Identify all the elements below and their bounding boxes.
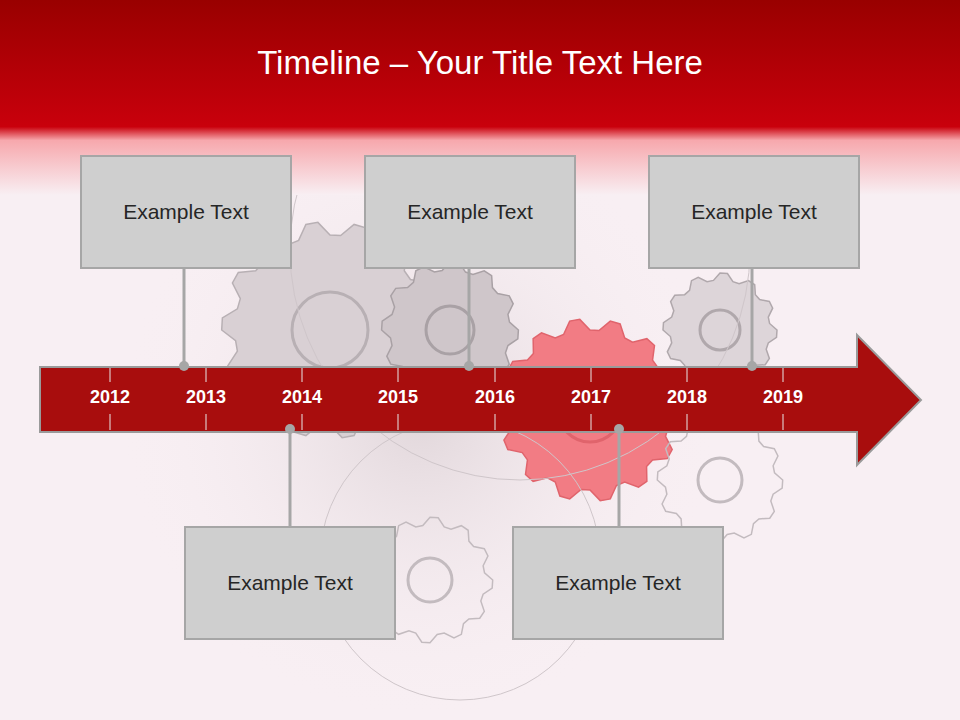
leader-line [468,269,471,366]
leader-dot [614,424,624,434]
year-label: 2016 [475,387,515,408]
gear-hub [698,458,742,502]
leader-dot [747,361,757,371]
tick [591,368,592,382]
slide-title: Timeline – Your Title Text Here [0,44,960,82]
tick [783,368,784,382]
timeline-arrow [40,335,921,465]
gear-hub [426,306,474,354]
tick [687,414,688,430]
leader-lines [179,269,757,526]
leader-dot [464,361,474,371]
tick [495,414,496,430]
event-text: Example Text [547,571,689,595]
year-label: 2013 [186,387,226,408]
event-box: Example Text [80,155,292,269]
tick [495,368,496,382]
tick [110,368,111,382]
leader-line [751,269,754,366]
year-label: 2015 [378,387,418,408]
gear [657,417,782,542]
event-text: Example Text [683,200,825,224]
tick [302,414,303,430]
tick-marks [110,368,783,430]
gear-hub [408,558,452,602]
year-label: 2019 [763,387,803,408]
leader-line [618,429,621,526]
gear-hub [292,292,368,368]
leader-dot [285,424,295,434]
tick [206,368,207,382]
event-box: Example Text [648,155,860,269]
leader-line [289,429,292,526]
tick [206,414,207,430]
tick [591,414,592,430]
event-box: Example Text [184,526,396,640]
event-box: Example Text [512,526,724,640]
event-box: Example Text [364,155,576,269]
year-label: 2017 [571,387,611,408]
tick [302,368,303,382]
leader-line [183,269,186,366]
year-label: 2014 [282,387,322,408]
tick [687,368,688,382]
tick [398,414,399,430]
tick [110,414,111,430]
year-label: 2018 [667,387,707,408]
tick [398,368,399,382]
leader-dot [179,361,189,371]
year-label: 2012 [90,387,130,408]
tick [783,414,784,430]
gear-hub [700,310,740,350]
event-text: Example Text [399,200,541,224]
event-text: Example Text [115,200,257,224]
event-text: Example Text [219,571,361,595]
